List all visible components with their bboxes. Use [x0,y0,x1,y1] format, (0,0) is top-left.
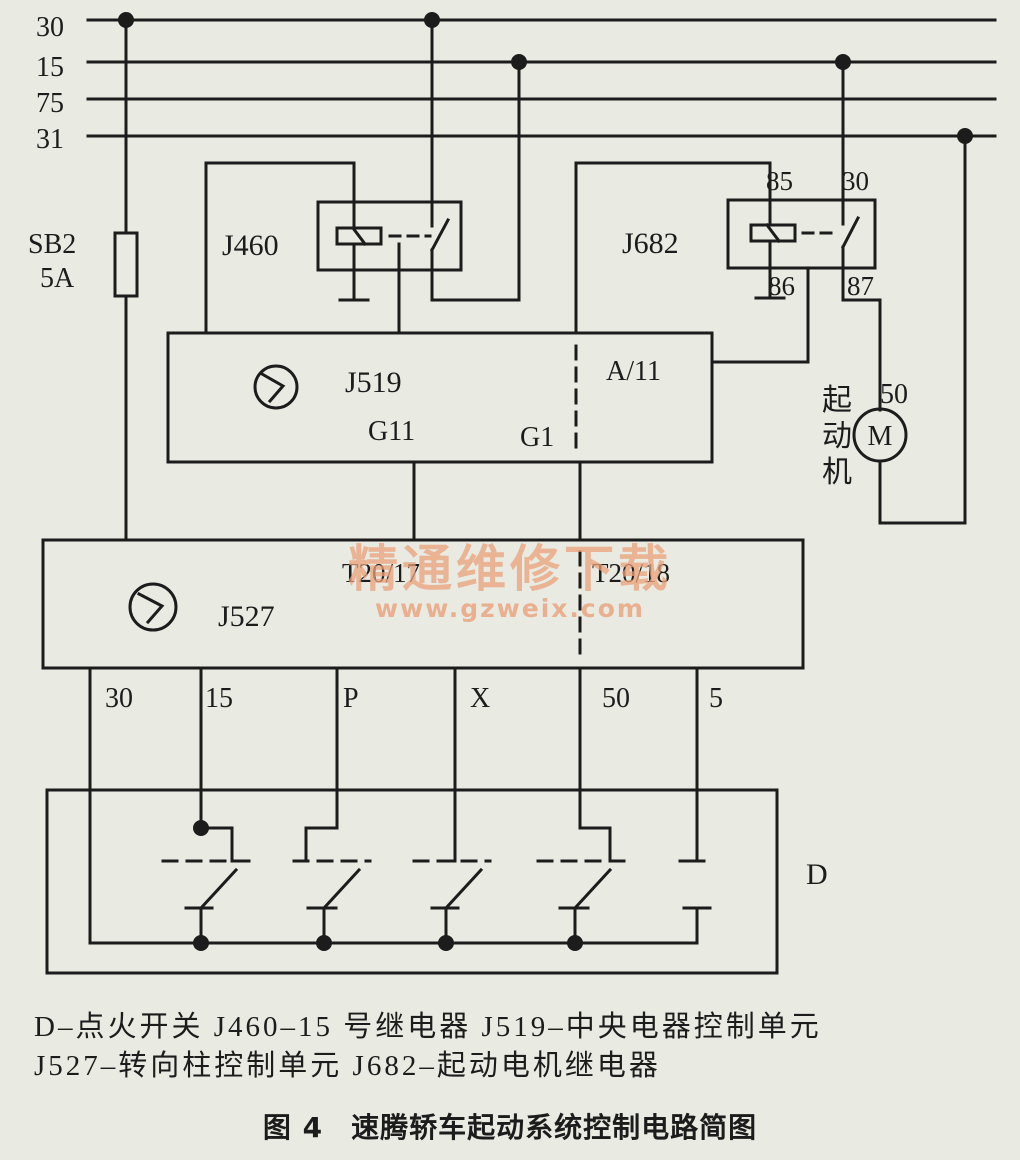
ignition-switch-label: D [806,858,828,891]
figure-title: 速腾轿车起动系统控制电路简图 [351,1111,758,1144]
junction-dot [567,935,583,951]
unit-j527-port-t20-18: T20/18 [592,558,670,588]
relay-j682-label: J682 [622,227,679,260]
relay-j682-pin30: 30 [842,166,869,196]
relay-j682-pin87: 87 [847,271,874,301]
relay-j460-coil [335,226,383,246]
rail-label-31: 31 [36,124,64,155]
relay-j460-box [316,200,463,272]
unit-j519-port-g1: G1 [520,422,554,453]
rail-label-30: 30 [36,12,64,43]
relay-j460-label: J460 [222,229,279,262]
junction-dot [438,935,454,951]
relay-j682-contact [840,215,861,250]
unit-j527-port-t20-17: T20/17 [342,558,420,588]
switch-blade-2 [321,867,362,911]
junction-dot [957,128,973,144]
starter-label: 起 动机 [822,384,860,489]
circuit-diagram: 30 15 75 31 SB2 5A J460 J682 85 30 86 87… [28,12,997,975]
rail-label-75: 75 [36,88,64,119]
wire-starter-ground [878,134,967,525]
relay-j682-coil [749,223,797,243]
wire-pin87-starter [841,245,882,412]
unit-j519-port-g11: G11 [368,416,415,447]
legend-line-1: D–点火开关 J460–15 号继电器 J519–中央电器控制单元 [34,1011,822,1043]
switch-blade-4 [572,867,613,911]
figure-number: 图 4 [262,1111,324,1144]
junction-dots [118,12,973,951]
junction-dot [511,54,527,70]
unit-j519-port-a11: A/11 [606,356,661,387]
unit-j527-icon-mark [136,591,165,625]
junction-dot [118,12,134,28]
relay-j460-coil-mark [350,225,368,247]
wire-terminal-p [304,666,339,863]
switch-blade-3 [443,867,484,911]
fuse-sb2-symbol [113,231,139,298]
relay-j460-contact [429,217,451,253]
wire-j519-j682-coil [574,161,772,335]
wire-15-jump [199,826,234,863]
starter-pin-50: 50 [880,379,908,410]
ignition-switch-box [45,788,779,975]
terminal-label: 30 [105,683,133,714]
unit-j519-label: J519 [345,366,402,399]
relay-j682-coil-mark [764,222,782,244]
junction-dot [424,12,440,28]
junction-dot [835,54,851,70]
junction-dot [316,935,332,951]
relay-j682-pin85: 85 [766,166,793,196]
wire-j682-to-a11 [710,266,810,364]
terminal-label: 15 [205,683,233,714]
terminal-label: 50 [602,683,630,714]
starter-motor-m: M [868,421,893,452]
starter-label-text: 动 [822,420,852,453]
figure-caption: 图 4 速腾轿车起动系统控制电路简图 [0,1106,1020,1146]
unit-j527-icon [128,582,178,632]
watermark-url: www.gzweix.com [375,594,645,623]
relay-j682-pin86: 86 [768,271,795,301]
terminal-label: P [343,683,359,714]
unit-j527-label: J527 [218,600,275,633]
terminal-label: X [470,683,490,714]
starter-label-text: 机 [822,456,852,489]
starter-label-text: 起 [822,384,852,417]
unit-j519-icon-mark [259,371,286,404]
legend-line-2: J527–转向柱控制单元 J682–起动电机继电器 [34,1050,661,1082]
watermark-text: 精通维修下载 [348,540,672,598]
wire-terminal-50 [578,666,612,863]
wire-j519-j460-coil [204,161,356,335]
switch-blade-1 [198,867,239,911]
unit-j519-icon [253,364,299,410]
unit-j519-box [166,331,714,464]
rail-label-15: 15 [36,52,64,83]
junction-dot [193,820,209,836]
unit-j527-box [41,538,805,670]
fuse-rating-label: 5A [40,263,75,294]
junction-dot [193,935,209,951]
fuse-label: SB2 [28,229,76,260]
wire-j460-to-rail15 [430,60,521,302]
relay-j682-box [726,198,877,270]
terminal-label: 5 [709,683,723,714]
